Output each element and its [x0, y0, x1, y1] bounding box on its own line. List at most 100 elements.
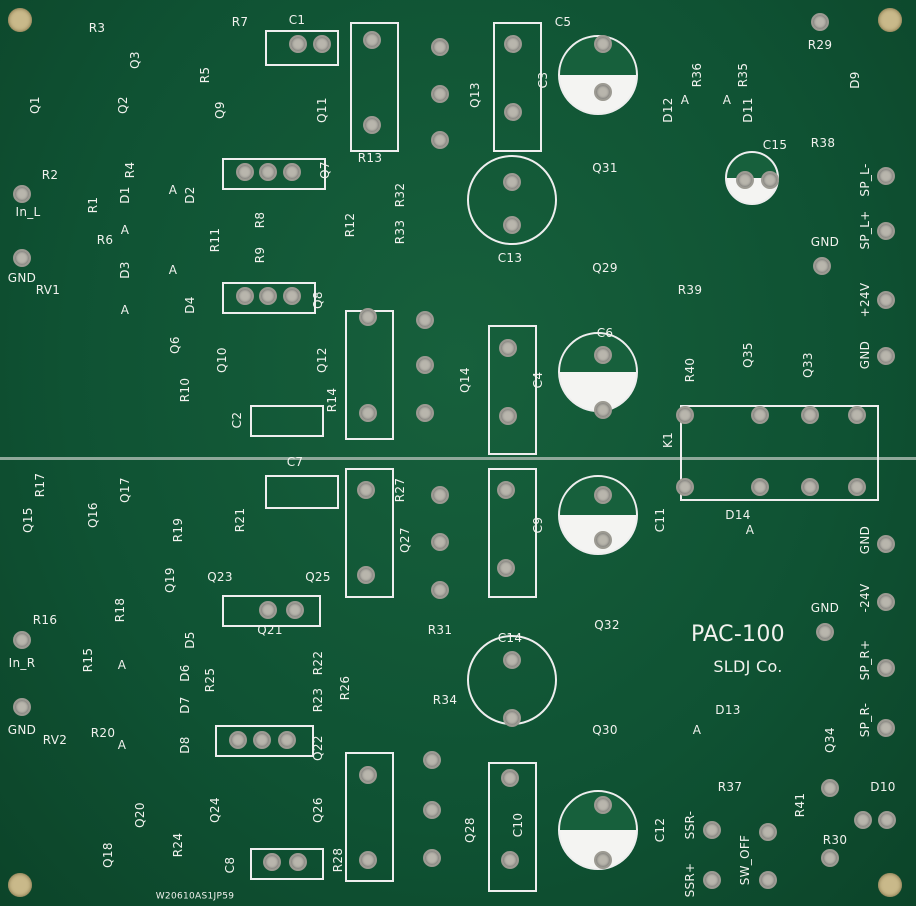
- solder-pad: [359, 308, 377, 326]
- silkscreen-label: Q22: [311, 735, 325, 761]
- solder-pad: [416, 311, 434, 329]
- solder-pad: [283, 287, 301, 305]
- silkscreen-label: D1: [118, 186, 132, 204]
- solder-pad: [759, 823, 777, 841]
- component-outline: [265, 475, 339, 509]
- silkscreen-label: C5: [554, 15, 572, 29]
- silkscreen-label: R11: [208, 227, 222, 253]
- silkscreen-label: GND: [858, 525, 872, 555]
- solder-pad: [283, 163, 301, 181]
- solder-pad: [13, 185, 31, 203]
- silkscreen-label: C2: [230, 411, 244, 429]
- silkscreen-label: Q14: [458, 367, 472, 393]
- silkscreen-label: R16: [32, 613, 58, 627]
- solder-pad: [253, 731, 271, 749]
- silkscreen-label: C8: [223, 856, 237, 874]
- solder-pad: [357, 481, 375, 499]
- solder-pad: [431, 131, 449, 149]
- solder-pad: [236, 287, 254, 305]
- solder-pad: [501, 851, 519, 869]
- solder-pad: [499, 339, 517, 357]
- silkscreen-label: Q17: [118, 477, 132, 503]
- silkscreen-label: R38: [810, 136, 836, 150]
- component-outline: [265, 30, 339, 66]
- silkscreen-label: SSR-: [683, 810, 697, 840]
- solder-pad: [811, 13, 829, 31]
- solder-pad: [431, 533, 449, 551]
- solder-pad: [759, 871, 777, 889]
- silkscreen-label: Q32: [594, 618, 620, 632]
- silkscreen-label: C9: [531, 516, 545, 534]
- silkscreen-label: A: [117, 738, 127, 752]
- solder-pad: [229, 731, 247, 749]
- silkscreen-label: Q21: [257, 623, 283, 637]
- silkscreen-label: D6: [178, 664, 192, 682]
- solder-pad: [801, 406, 819, 424]
- solder-pad: [499, 407, 517, 425]
- component-outline: [345, 468, 394, 598]
- silkscreen-label: C10: [511, 812, 525, 838]
- silkscreen-label: RV1: [35, 283, 61, 297]
- silkscreen-label: R25: [203, 667, 217, 693]
- silkscreen-label: R41: [793, 792, 807, 818]
- solder-pad: [816, 623, 834, 641]
- silkscreen-label: Q12: [315, 347, 329, 373]
- solder-pad: [416, 404, 434, 422]
- silkscreen-label: C6: [596, 326, 614, 340]
- silkscreen-label: D8: [178, 736, 192, 754]
- solder-pad: [854, 811, 872, 829]
- board-split-line: [0, 457, 916, 460]
- silkscreen-label: R31: [427, 623, 453, 637]
- solder-pad: [594, 346, 612, 364]
- solder-pad: [877, 593, 895, 611]
- silkscreen-label: R23: [311, 687, 325, 713]
- silkscreen-label: R13: [357, 151, 383, 165]
- solder-pad: [703, 821, 721, 839]
- solder-pad: [497, 559, 515, 577]
- silkscreen-label: A: [120, 303, 130, 317]
- silkscreen-label: Q1: [28, 96, 42, 114]
- silkscreen-label: D4: [183, 296, 197, 314]
- solder-pad: [313, 35, 331, 53]
- solder-pad: [877, 167, 895, 185]
- silkscreen-label: SSR+: [683, 862, 697, 898]
- silkscreen-label: GND: [7, 723, 37, 737]
- board-name: PAC-100: [691, 622, 785, 647]
- solder-pad: [848, 406, 866, 424]
- silkscreen-label: R19: [171, 517, 185, 543]
- silkscreen-label: Q30: [592, 723, 618, 737]
- solder-pad: [503, 216, 521, 234]
- silkscreen-label: D9: [848, 71, 862, 89]
- solder-pad: [289, 35, 307, 53]
- silkscreen-label: A: [745, 523, 755, 537]
- silkscreen-label: R28: [331, 847, 345, 873]
- silkscreen-label: Q2: [116, 96, 130, 114]
- silkscreen-label: R2: [41, 168, 59, 182]
- component-outline: [488, 325, 537, 455]
- solder-pad: [431, 85, 449, 103]
- silkscreen-label: R7: [231, 15, 249, 29]
- silkscreen-label: GND: [810, 601, 840, 615]
- silkscreen-label: D14: [725, 508, 751, 522]
- silkscreen-label: SW_OFF: [738, 834, 752, 886]
- solder-pad: [736, 171, 754, 189]
- solder-pad: [236, 163, 254, 181]
- silkscreen-label: RV2: [42, 733, 68, 747]
- silkscreen-label: A: [168, 183, 178, 197]
- solder-pad: [423, 849, 441, 867]
- silkscreen-label: D7: [178, 696, 192, 714]
- solder-pad: [359, 851, 377, 869]
- silkscreen-label: C11: [653, 507, 667, 533]
- silkscreen-label: SP_L-: [858, 163, 872, 197]
- silkscreen-label: GND: [810, 235, 840, 249]
- silkscreen-label: GND: [858, 340, 872, 370]
- silkscreen-label: D13: [715, 703, 741, 717]
- silkscreen-label: A: [722, 93, 732, 107]
- silkscreen-label: R21: [233, 507, 247, 533]
- solder-pad: [703, 871, 721, 889]
- solder-pad: [363, 31, 381, 49]
- silkscreen-label: R12: [343, 212, 357, 238]
- silkscreen-label: R29: [807, 38, 833, 52]
- silkscreen-label: R34: [432, 693, 458, 707]
